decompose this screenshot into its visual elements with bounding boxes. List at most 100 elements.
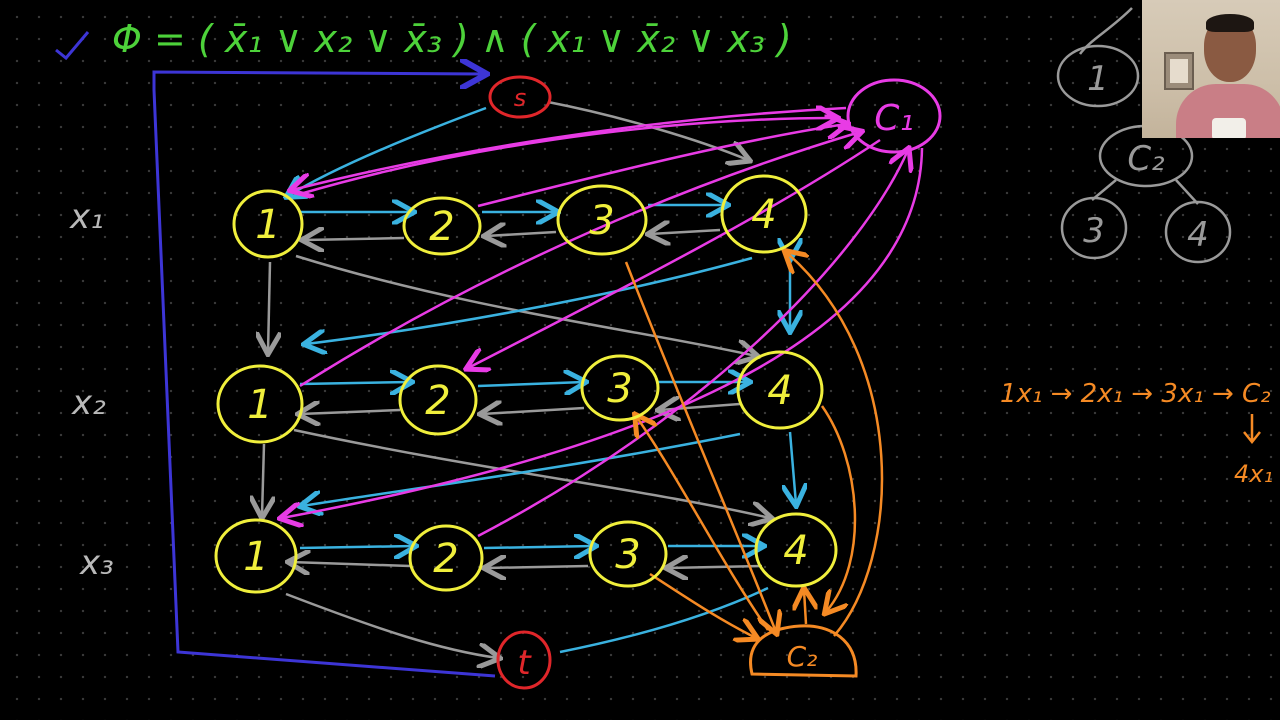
node-x3-2[interactable]: 2: [408, 524, 484, 592]
node-label: 1: [255, 202, 280, 248]
edge-c2-to-x3-4: [804, 590, 806, 625]
edge-x2-4-to-c2: [820, 405, 857, 612]
inter-row-edges: [262, 100, 770, 658]
path-annotation: 1x₁ → 2x₁ → 3x₁ → C₂ 4x₁: [1000, 379, 1273, 488]
tree-edge: [1175, 179, 1199, 205]
formula: Φ = ( x̄₁ ∨ x₂ ∨ x̄₃ ) ∧ ( x₁ ∨ x̄₂ ∨ x₃…: [112, 17, 792, 61]
node-x1-4[interactable]: 4: [720, 174, 808, 254]
path-annotation-line1: 1x₁ → 2x₁ → 3x₁ → C₂: [1000, 379, 1271, 409]
edge-x3-1-to-t: [285, 592, 498, 658]
edge-x2-4-to-x3-1: [302, 432, 741, 506]
edge-r3-43: [668, 566, 763, 568]
edge-c2-to-x2-3: [636, 416, 770, 631]
source-node[interactable]: s: [488, 75, 552, 119]
clause-node-c2[interactable]: C₂: [749, 624, 858, 678]
edge-x2-1-to-x3-4: [293, 428, 770, 518]
edge-r2-23: [477, 382, 584, 386]
node-label: 2: [433, 536, 458, 582]
node-label: 1: [247, 382, 272, 428]
node-label: 4: [767, 368, 792, 414]
edge-r2-21: [300, 410, 401, 414]
row3-edges: [290, 546, 762, 568]
edge-x1-3-to-c2: [624, 261, 776, 632]
edge-x1-4-to-x2-1: [306, 256, 753, 344]
row-x1-nodes: 1 2 3 4: [232, 174, 808, 259]
row1-edges: [300, 205, 726, 240]
edge-r1-21: [304, 238, 405, 240]
cyan-cross-edges: [288, 106, 796, 654]
edge-x3-2-to-c1: [477, 150, 908, 538]
edge-x1-1-to-x2-1: [268, 261, 270, 352]
tree-edge: [1091, 179, 1117, 201]
tree-node-1: 1: [1056, 44, 1140, 108]
row-label-x3: x₃: [79, 543, 114, 583]
node-label: 1: [243, 534, 268, 580]
tree-sketch: 1 C₂ 3 4: [1056, 7, 1232, 264]
tree-edge: [1078, 7, 1133, 55]
edge-x2-4-to-x3-4: [790, 431, 796, 504]
edge-x3-3-to-c2: [649, 572, 756, 638]
row-x2-nodes: 1 2 3 4: [216, 350, 824, 444]
edge-r1-43: [650, 230, 721, 234]
node-x2-2[interactable]: 2: [398, 364, 478, 436]
node-x3-4[interactable]: 4: [754, 512, 838, 588]
edge-r1-32: [486, 232, 557, 236]
edge-r3-32: [486, 566, 589, 568]
row-x3-nodes: 1 2 3 4: [214, 512, 838, 594]
t-to-s-edge: [152, 72, 496, 678]
edge-c2-to-x1-4: [786, 252, 884, 637]
tree-node-label: 3: [1083, 211, 1105, 251]
edge-x2-1-to-c1: [299, 132, 860, 388]
down-arrow-icon: [1243, 414, 1261, 445]
edge-c1-to-x3-1: [282, 147, 924, 518]
tree-node-label: 4: [1187, 215, 1209, 255]
node-x1-2[interactable]: 2: [402, 196, 482, 256]
clause2-edges: [624, 252, 884, 638]
tree-node-label: C₂: [1127, 139, 1165, 179]
source-label: s: [514, 84, 527, 112]
node-x3-3[interactable]: 3: [588, 520, 668, 588]
node-x2-4[interactable]: 4: [736, 350, 824, 430]
tree-node-4: 4: [1164, 200, 1232, 264]
node-x1-1[interactable]: 1: [232, 189, 304, 259]
edge-s-to-x1-4: [547, 100, 748, 160]
edge-r2-32: [482, 408, 585, 414]
edge-x1-1-to-x2-4: [295, 254, 756, 356]
edge-x2-1-to-x3-1: [262, 443, 264, 516]
row-label-x1: x₁: [69, 197, 104, 237]
node-label: 3: [589, 198, 614, 244]
sink-node[interactable]: t: [496, 630, 552, 690]
edge-r3-23: [483, 546, 594, 548]
c1-label: C₁: [874, 98, 914, 139]
edge-c1-to-x2-2: [468, 138, 881, 368]
node-label: 3: [607, 366, 632, 412]
webcam-overlay: [1142, 0, 1280, 138]
c2-label: C₂: [787, 640, 818, 673]
clause-node-c1[interactable]: C₁: [846, 78, 942, 154]
row-label-x2: x₂: [71, 383, 106, 423]
tree-node-label: 1: [1087, 59, 1109, 99]
edge-x3-4-to-t: [559, 586, 769, 654]
sink-label: t: [517, 643, 532, 683]
node-x2-1[interactable]: 1: [216, 364, 304, 444]
node-x1-3[interactable]: 3: [556, 184, 648, 256]
node-x2-3[interactable]: 3: [580, 354, 660, 422]
edge-r2-12: [299, 382, 410, 384]
node-label: 2: [425, 378, 450, 424]
edge-r3-12: [299, 546, 414, 548]
node-label: 4: [751, 192, 776, 238]
clause1-edges: [282, 106, 924, 538]
node-label: 2: [429, 204, 454, 250]
cup: [1212, 118, 1246, 138]
edge-x1-2-to-c1: [477, 124, 846, 208]
edge-x1-1-to-c1: [299, 118, 836, 196]
presenter-hair: [1206, 14, 1254, 32]
node-x3-1[interactable]: 1: [214, 518, 298, 594]
path-annotation-line2: 4x₁: [1234, 460, 1273, 488]
node-label: 3: [615, 532, 640, 578]
edge-c1-to-x1-1: [292, 106, 847, 190]
checkmark-icon: [55, 31, 90, 61]
tree-node-3: 3: [1060, 196, 1128, 260]
edge-r3-21: [290, 562, 411, 566]
